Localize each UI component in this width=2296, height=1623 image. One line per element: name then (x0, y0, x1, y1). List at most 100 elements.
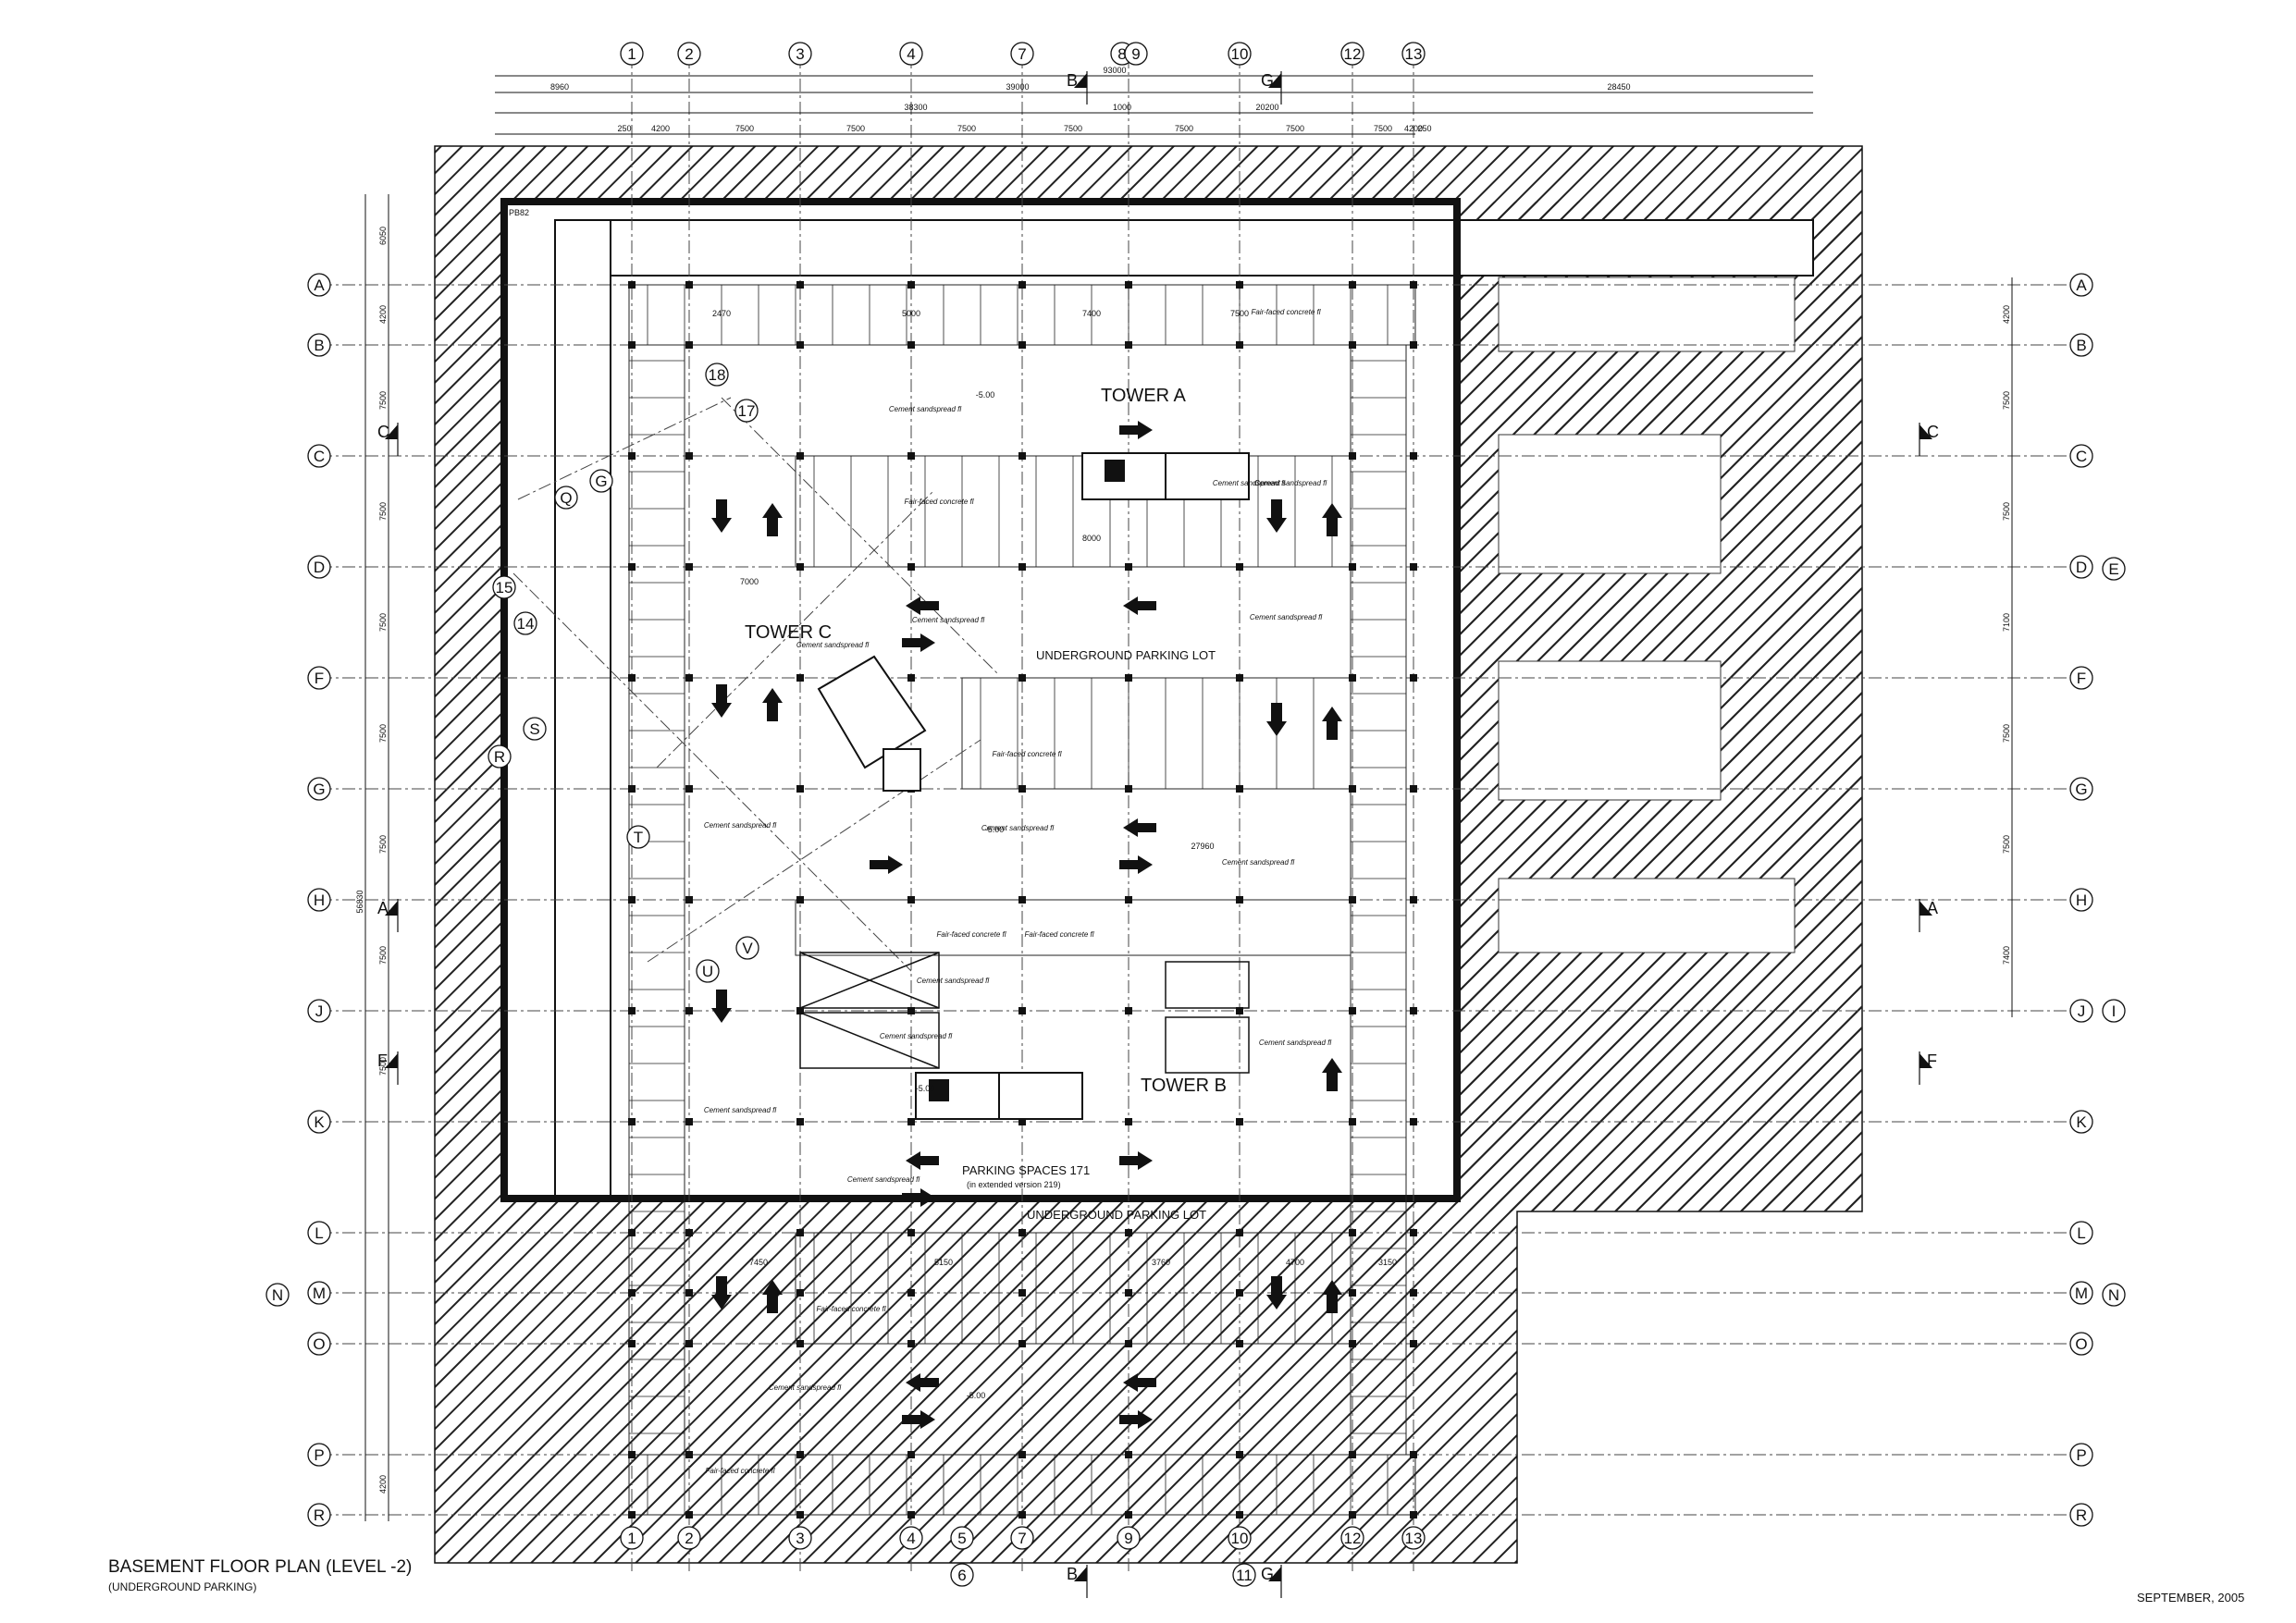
svg-text:H: H (314, 891, 325, 909)
svg-text:7: 7 (1018, 45, 1026, 63)
grid-bubble-bottom-10: 10 (1228, 1526, 1252, 1550)
arrow-up-icon (1322, 1058, 1342, 1091)
svg-text:12: 12 (1344, 1530, 1362, 1547)
arrow-up-icon (762, 503, 783, 536)
grid-bubble-top-2: 2 (677, 42, 701, 66)
svg-text:27960: 27960 (1191, 842, 1214, 851)
svg-text:D: D (2076, 559, 2087, 576)
grid-bubble-top-1: 1 (620, 42, 644, 66)
svg-text:G: G (1261, 71, 1274, 90)
diag-bubble-R: R (488, 744, 512, 768)
svg-text:7400: 7400 (2002, 946, 2011, 965)
grid-bubble-bottom-7: 7 (1010, 1526, 1034, 1550)
stall-divider-lines (629, 285, 1406, 1515)
svg-text:7500: 7500 (1064, 124, 1082, 133)
section-marker-B: B (1067, 1565, 1088, 1598)
svg-text:F: F (315, 670, 324, 687)
arrow-up-icon (1322, 1280, 1342, 1313)
finish-label: Cement sandspread fl (1254, 479, 1327, 487)
arrow-left-icon (1123, 818, 1156, 837)
svg-text:14: 14 (517, 615, 535, 633)
svg-text:4200: 4200 (1404, 124, 1423, 133)
svg-text:A: A (314, 277, 325, 294)
svg-text:250: 250 (1417, 124, 1431, 133)
svg-text:G: G (1261, 1565, 1274, 1583)
svg-text:6050: 6050 (378, 227, 388, 245)
svg-text:7500: 7500 (2002, 724, 2011, 743)
tower-a-label: TOWER A (1101, 386, 1187, 406)
svg-text:93000: 93000 (1103, 66, 1126, 75)
grid-bubble-top-7: 7 (1010, 42, 1034, 66)
svg-text:2: 2 (685, 45, 693, 63)
arrow-right-icon (1119, 855, 1153, 874)
finish-label: Fair-faced concrete fl (905, 498, 974, 506)
grid-bubble-top-12: 12 (1340, 42, 1364, 66)
arrow-left-icon (906, 596, 939, 615)
structural-columns (628, 281, 1417, 1518)
arrow-left-icon (906, 1151, 939, 1170)
arrow-down-icon (1266, 1276, 1287, 1309)
svg-text:28450: 28450 (1607, 82, 1630, 92)
extension-area (1498, 277, 1796, 953)
traffic-arrows (711, 421, 1342, 1429)
finish-label: Fair-faced concrete fl (993, 750, 1062, 758)
svg-text:M: M (2075, 1285, 2088, 1302)
diag-bubble-15: 15 (492, 575, 516, 599)
svg-text:15: 15 (496, 579, 513, 596)
finish-label: Fair-faced concrete fl (706, 1467, 775, 1475)
finish-label: Cement sandspread fl (1250, 613, 1322, 621)
grid-bubble-top-4: 4 (899, 42, 923, 66)
arrow-up-icon (1322, 503, 1342, 536)
arrow-right-icon (902, 1188, 935, 1207)
grid-bubble-right-N: N (2102, 1283, 2126, 1307)
grid-bubble-left-C: C (307, 444, 331, 468)
grid-bubble-right-P: P (2069, 1443, 2093, 1467)
grid-bubble-bottom-13: 13 (1401, 1526, 1426, 1550)
arrow-down-icon (1266, 499, 1287, 533)
parking-spaces-note: (in extended version 219) (967, 1180, 1061, 1189)
svg-text:7500: 7500 (378, 1057, 388, 1076)
svg-text:S: S (529, 720, 539, 738)
svg-text:7450: 7450 (749, 1258, 768, 1267)
svg-text:1000: 1000 (1113, 103, 1131, 112)
finish-label: Cement sandspread fl (889, 405, 961, 413)
arrow-right-icon (1119, 421, 1153, 439)
grid-bubble-right-L: L (2069, 1221, 2093, 1245)
svg-text:18: 18 (709, 366, 726, 384)
grid-bubble-right-D: D (2069, 555, 2093, 579)
svg-text:D: D (314, 559, 325, 576)
arrow-left-icon (1123, 596, 1156, 615)
plan-title: BASEMENT FLOOR PLAN (LEVEL -2) (108, 1557, 412, 1577)
finish-label: Cement sandspread fl (912, 616, 984, 624)
svg-text:4: 4 (907, 1530, 915, 1547)
svg-text:12: 12 (1344, 45, 1362, 63)
svg-text:13: 13 (1405, 45, 1423, 63)
svg-text:V: V (742, 940, 753, 957)
svg-text:5000: 5000 (902, 309, 920, 318)
svg-text:B: B (1067, 71, 1078, 90)
svg-text:7500: 7500 (2002, 502, 2011, 521)
grid-bubble-left-O: O (307, 1332, 331, 1356)
svg-text:H: H (2076, 891, 2087, 909)
finish-label: Cement sandspread fl (704, 821, 776, 830)
svg-text:O: O (2075, 1335, 2087, 1353)
finish-label: Fair-faced concrete fl (817, 1305, 886, 1313)
arrow-right-icon (902, 633, 935, 652)
svg-text:M: M (313, 1285, 326, 1302)
arrow-right-icon (870, 855, 903, 874)
svg-text:17: 17 (738, 402, 756, 420)
svg-text:7500: 7500 (378, 502, 388, 521)
svg-text:7: 7 (1018, 1530, 1026, 1547)
diag-bubble-T: T (626, 825, 650, 849)
svg-text:4200: 4200 (2002, 305, 2011, 324)
svg-text:C: C (2076, 448, 2087, 465)
grid-bubble-right-O: O (2069, 1332, 2093, 1356)
diag-bubble-U: U (696, 959, 720, 983)
svg-text:7500: 7500 (378, 724, 388, 743)
finish-label: Cement sandspread fl (917, 977, 989, 985)
grid-bubble-top-3: 3 (788, 42, 812, 66)
svg-text:13: 13 (1405, 1530, 1423, 1547)
